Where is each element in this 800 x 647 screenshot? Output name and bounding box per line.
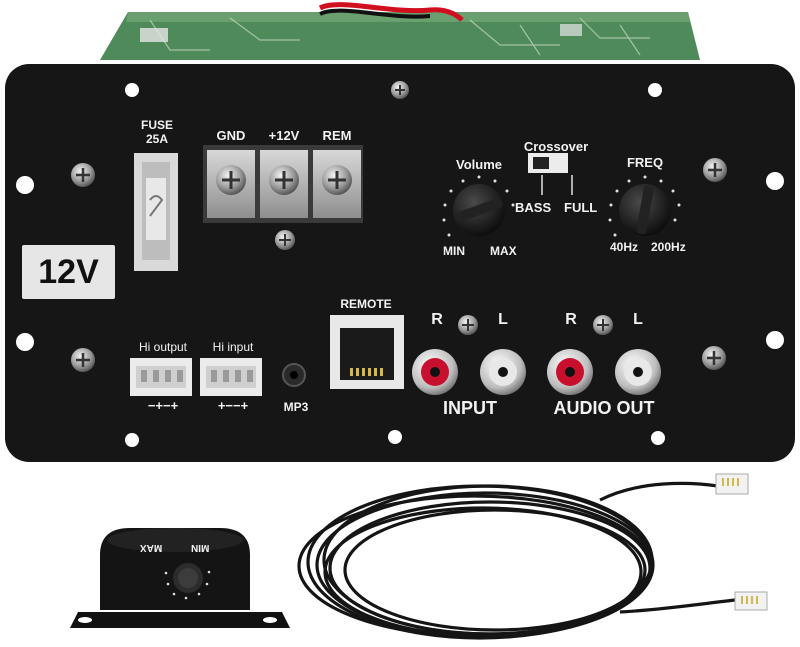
- mp3-label: MP3: [283, 400, 309, 414]
- input-l-rca-jack[interactable]: [480, 349, 526, 395]
- volume-knob[interactable]: [453, 184, 505, 236]
- rem-terminal-screw[interactable]: [322, 165, 352, 195]
- fuse-holder: [134, 153, 178, 271]
- remote-knob-max-label: MAX: [140, 542, 163, 553]
- hi-output-polarity: −+−+: [147, 398, 179, 413]
- remote-knob-min-label: MIN: [191, 542, 210, 553]
- audio-out-r-rca-jack[interactable]: [547, 349, 593, 395]
- volume-title: Volume: [456, 157, 502, 172]
- terminal-label-rem: REM: [322, 128, 352, 143]
- freq-knob[interactable]: [619, 184, 671, 236]
- hi-output-title: Hi output: [138, 340, 188, 354]
- mounting-holes: [16, 83, 784, 447]
- crossover-full-label: FULL: [564, 200, 598, 215]
- terminal-label-12v: +12V: [268, 128, 300, 143]
- crossover-title: Crossover: [523, 139, 589, 154]
- freq-title: FREQ: [626, 155, 664, 170]
- remote-jack[interactable]: [330, 315, 404, 389]
- audio-out-title: AUDIO OUT: [553, 398, 655, 418]
- audio-out-l-label: L: [633, 311, 643, 328]
- rj11-plug-top: [715, 473, 749, 495]
- fuse-rating: 25A: [145, 132, 169, 146]
- input-title: INPUT: [443, 398, 497, 418]
- terminal-label-gnd: GND: [216, 128, 246, 143]
- freq-high-label: 200Hz: [651, 240, 686, 254]
- freq-scale-dots: [608, 175, 681, 237]
- remote-label: REMOTE: [340, 297, 392, 311]
- volume-max-label: MAX: [490, 244, 517, 258]
- crossover-bass-label: BASS: [515, 200, 552, 215]
- hi-input-title: Hi input: [212, 340, 254, 354]
- volume-min-label: MIN: [443, 244, 465, 258]
- front-panel: [5, 64, 795, 462]
- input-l-label: L: [498, 311, 508, 328]
- rj11-plug-bottom: [734, 591, 768, 611]
- remote-bass-knob-unit: [70, 528, 290, 628]
- hi-output-connector[interactable]: [130, 358, 192, 396]
- gnd-terminal-screw[interactable]: [216, 165, 246, 195]
- fuse-title: FUSE: [140, 118, 174, 132]
- circuit-board: [100, 2, 700, 60]
- audio-out-l-rca-jack[interactable]: [615, 349, 661, 395]
- hi-input-connector[interactable]: [200, 358, 262, 396]
- freq-low-label: 40Hz: [610, 240, 639, 254]
- hi-input-polarity: +−−+: [217, 398, 249, 413]
- panel-screws: [71, 81, 727, 372]
- power-terminal-block: [203, 145, 363, 223]
- remote-cable-coil: [297, 481, 736, 640]
- crossover-switch[interactable]: [528, 153, 573, 195]
- audio-out-r-label: R: [565, 311, 577, 328]
- mp3-jack[interactable]: [282, 363, 306, 387]
- input-r-label: R: [431, 311, 443, 328]
- plus12v-terminal-screw[interactable]: [269, 165, 299, 195]
- input-r-rca-jack[interactable]: [412, 349, 458, 395]
- remote-level-knob[interactable]: [173, 563, 203, 593]
- voltage-badge: 12V: [22, 245, 115, 299]
- volume-scale-dots: [442, 175, 515, 237]
